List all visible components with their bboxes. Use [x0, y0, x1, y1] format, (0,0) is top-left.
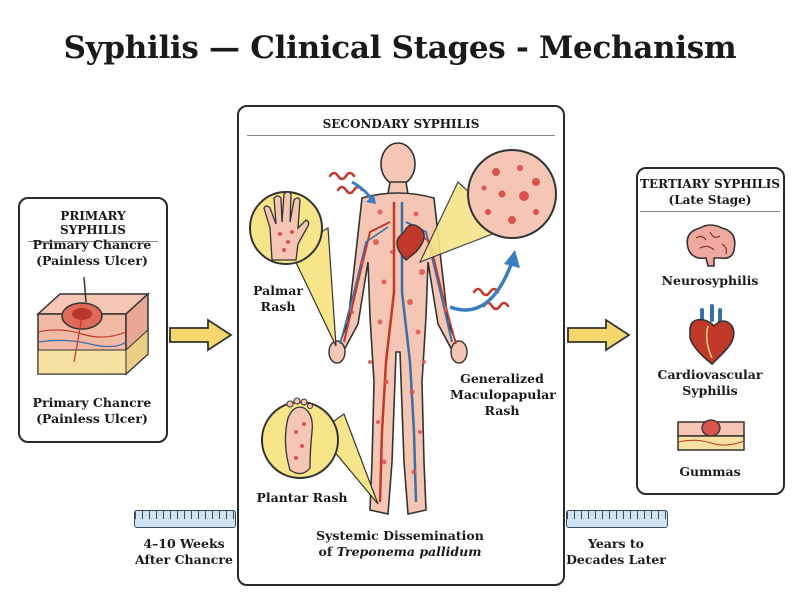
neurosyphilis-label: Neurosyphilis — [661, 273, 759, 288]
palmar-line-1: Palmar — [253, 283, 303, 298]
early-line-2: After Chancre — [135, 552, 233, 567]
generalized-line-3: Rash — [484, 403, 520, 418]
heart-icon — [689, 304, 735, 366]
tertiary-syphilis-heading: TERTIARY SYPHILIS (Late Stage) — [640, 176, 780, 212]
plantar-rash-label: Plantar Rash — [256, 490, 348, 505]
skin-chancre-illustration — [36, 276, 150, 376]
cardiovascular-syphilis-label: Cardiovascular Syphilis — [640, 367, 780, 399]
cardio-line-1: Cardiovascular — [657, 367, 763, 382]
late-timeline-label: Years to Decades Later — [556, 536, 676, 568]
primary-chancre-label-top: Primary Chancre (Painless Ulcer) — [22, 237, 162, 269]
chancre-bottom-line-2: (Painless Ulcer) — [36, 411, 148, 426]
tertiary-heading-line-2: (Late Stage) — [668, 193, 752, 207]
treponema-pallidum: Treponema pallidum — [336, 544, 482, 559]
chancre-top-line-2: (Painless Ulcer) — [36, 253, 148, 268]
generalized-line-2: Maculopapular — [450, 387, 556, 402]
secondary-syphilis-heading: SECONDARY SYPHILIS — [247, 117, 555, 136]
early-timeline-label: 4–10 Weeks After Chancre — [128, 536, 240, 568]
cardio-line-2: Syphilis — [682, 383, 738, 398]
early-timeline-ruler — [134, 510, 236, 528]
chancre-top-line-1: Primary Chancre — [32, 237, 152, 252]
arrow-primary-to-secondary — [169, 318, 233, 352]
brain-icon — [686, 224, 736, 267]
systemic-line-2: of Treponema pallidum — [290, 544, 510, 560]
human-body-illustration — [249, 142, 557, 515]
primary-syphilis-heading: PRIMARY SYPHILIS — [28, 209, 158, 242]
late-line-1: Years to — [588, 536, 644, 551]
late-timeline-ruler — [566, 510, 668, 528]
primary-chancre-label-bottom: Primary Chancre (Painless Ulcer) — [22, 395, 162, 427]
early-line-1: 4–10 Weeks — [143, 536, 225, 551]
palmar-rash-label: Palmar Rash — [248, 283, 308, 315]
late-line-2: Decades Later — [566, 552, 666, 567]
gummas-label: Gummas — [679, 464, 741, 479]
palmar-line-2: Rash — [260, 299, 296, 314]
generalized-line-1: Generalized — [460, 371, 544, 386]
gumma-skin-icon — [677, 419, 745, 451]
systemic-dissemination-label: Systemic Dissemination of Treponema pall… — [290, 528, 510, 560]
chancre-bottom-line-1: Primary Chancre — [32, 395, 152, 410]
tertiary-heading-line-1: TERTIARY SYPHILIS — [640, 177, 780, 191]
generalized-rash-label: Generalized Maculopapular Rash — [450, 371, 556, 419]
systemic-of: of — [318, 544, 337, 559]
systemic-line-1: Systemic Dissemination — [316, 528, 484, 543]
page-title: Syphilis — Clinical Stages - Mechanism — [63, 30, 737, 66]
arrow-secondary-to-tertiary — [567, 318, 631, 352]
